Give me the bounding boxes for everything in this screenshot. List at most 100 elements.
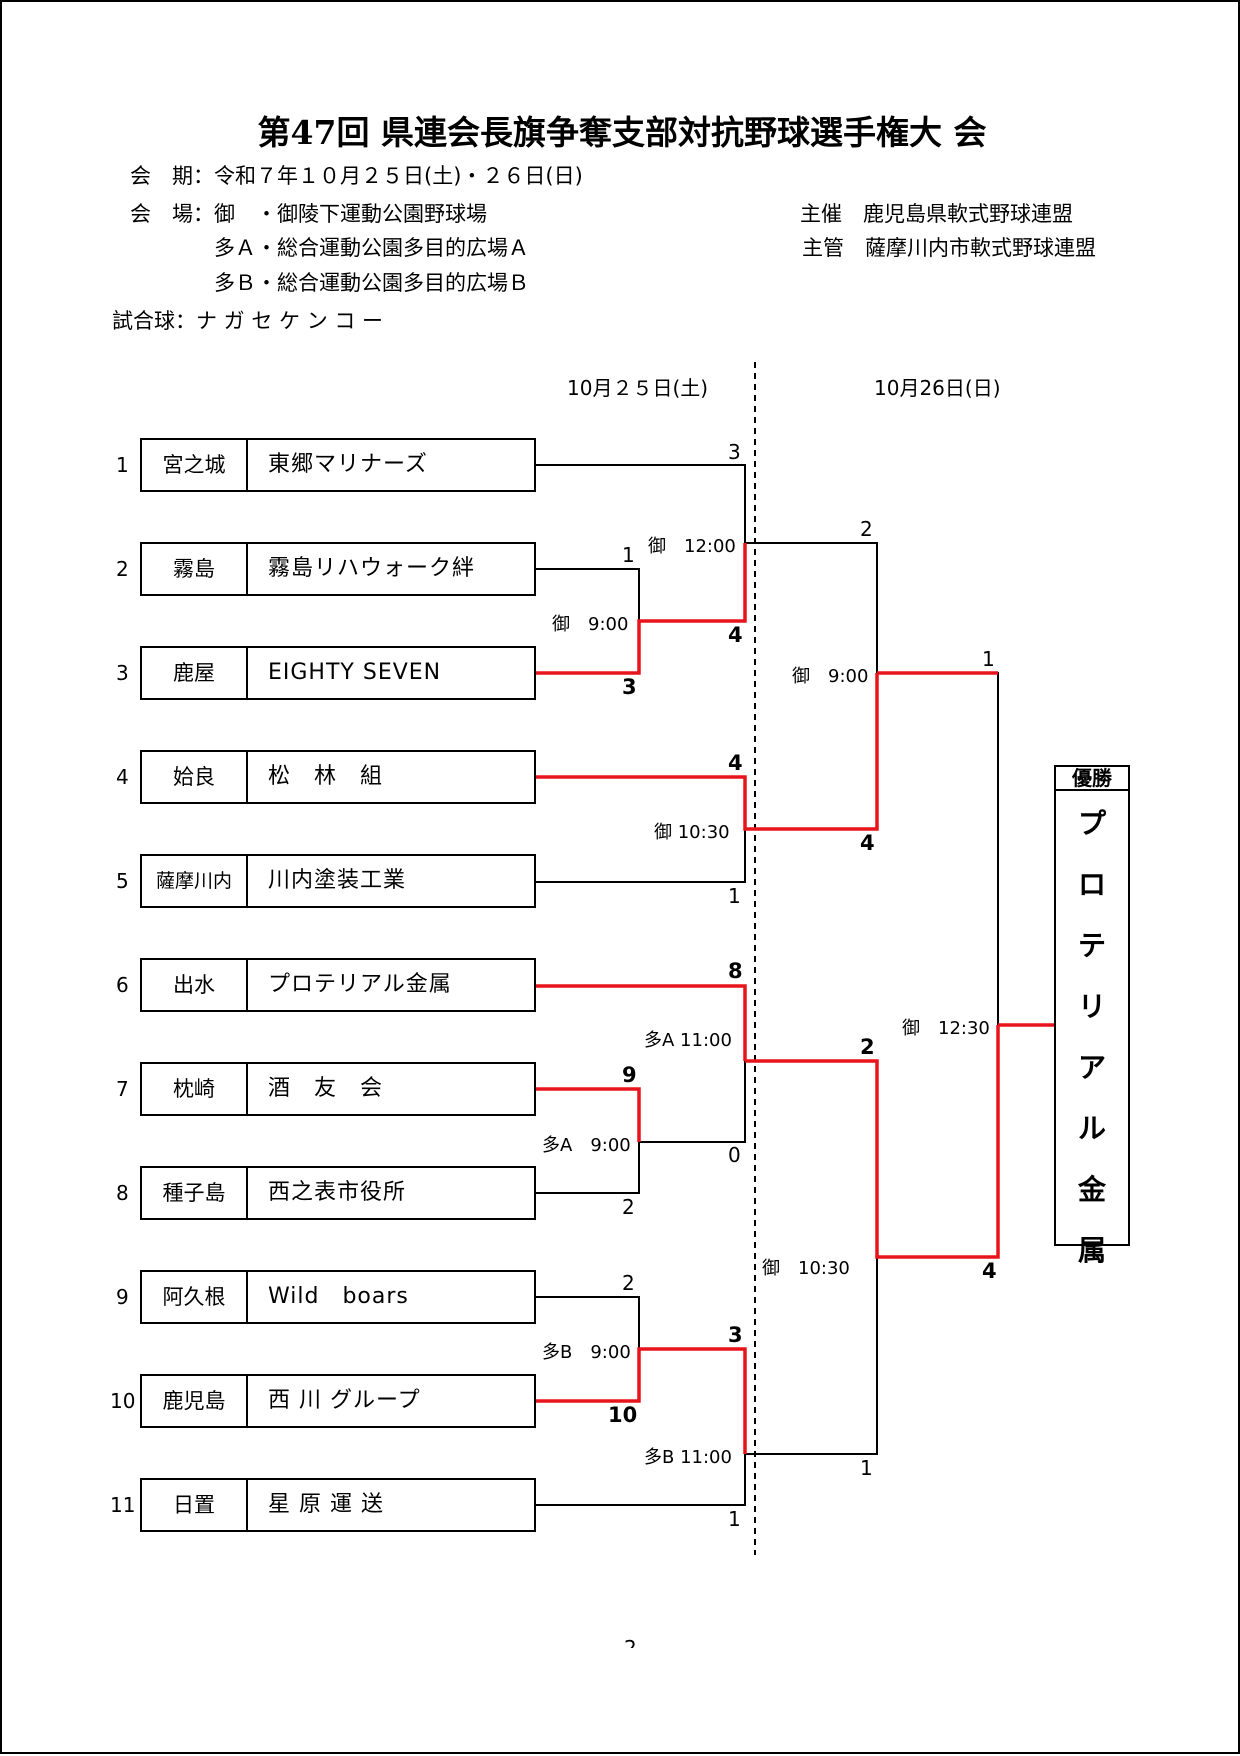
- win-t4: [536, 673, 879, 831]
- score-winner: 3: [728, 1323, 743, 1347]
- team-branch: 宮之城: [142, 440, 248, 490]
- team-box: 姶良松 林 組: [140, 750, 536, 804]
- win-t6: [536, 984, 747, 1061]
- match-time: 御 10:30: [654, 822, 730, 843]
- score-winner: 4: [728, 623, 743, 647]
- team-box: 鹿屋 EIGHTY SEVEN: [140, 646, 536, 700]
- win-m5: [745, 1025, 1000, 1259]
- team-branch: 種子島: [142, 1168, 248, 1218]
- match-time: 多B 9:00: [542, 1342, 631, 1363]
- team-name: 東郷マリナーズ: [268, 452, 428, 477]
- score-winner: 4: [728, 751, 743, 775]
- team-name: 酒 友 会: [268, 1076, 384, 1101]
- line-t5: [536, 829, 746, 883]
- team-branch: 出水: [142, 960, 248, 1010]
- champion-char: 属: [1077, 1234, 1106, 1267]
- team-name: EIGHTY SEVEN: [268, 660, 442, 685]
- tournament-title: 第47回 県連会長旗争奪支部対抗野球選手権大 会: [257, 113, 987, 152]
- line-m8-out: [877, 672, 999, 1025]
- match-time: 御 10:30: [762, 1258, 850, 1279]
- team-box: 出水プロテリアル金属: [140, 958, 536, 1012]
- team-box: 種子島西之表市役所: [140, 1166, 536, 1220]
- team-branch: 阿久根: [142, 1272, 248, 1322]
- page-number: 2: [624, 1636, 637, 1648]
- team-box: 鹿児島西 川 グループ: [140, 1374, 536, 1428]
- champion-label: 優勝: [1054, 765, 1130, 791]
- score: 1: [728, 884, 741, 908]
- champion-name: プ ロ テ リ ア ル 金 属: [1056, 791, 1128, 1281]
- champion-char: ル: [1077, 1112, 1106, 1145]
- champion-char: ロ: [1077, 868, 1106, 901]
- venue-line-1: 会 場：御 ・御陵下運動公園野球場: [130, 202, 487, 226]
- team-branch: 日置: [142, 1480, 248, 1530]
- match-time: 多A 11:00: [644, 1030, 732, 1051]
- team-box: 枕崎酒 友 会: [140, 1062, 536, 1116]
- host-line: 主催 鹿児島県軟式野球連盟: [800, 202, 1073, 226]
- team-number: 8: [116, 1181, 129, 1205]
- team-number: 11: [110, 1493, 136, 1517]
- score-winner: 9: [622, 1063, 637, 1087]
- score-winner: 2: [860, 1035, 875, 1059]
- team-number: 6: [116, 973, 129, 997]
- organizer-line: 主管 薩摩川内市軟式野球連盟: [802, 236, 1096, 260]
- team-branch: 姶良: [142, 752, 248, 802]
- team-number: 3: [116, 661, 129, 685]
- team-box: 霧島霧島リハウォーク絆: [140, 542, 536, 596]
- line-t8: [536, 1142, 640, 1194]
- line-t9: [536, 1296, 640, 1349]
- champion-char: 金: [1077, 1173, 1106, 1206]
- team-name: 西 川 グループ: [268, 1388, 421, 1413]
- score-winner: 10: [608, 1403, 638, 1427]
- date-day2: 10月26日(日): [874, 376, 1001, 400]
- team-name: 星 原 運 送: [268, 1492, 384, 1517]
- team-name: 霧島リハウォーク絆: [268, 556, 476, 581]
- team-box: 阿久根 Wild boars: [140, 1270, 536, 1324]
- team-number: 2: [116, 557, 129, 581]
- score: 1: [728, 1507, 741, 1531]
- score: 1: [982, 647, 995, 671]
- team-branch: 霧島: [142, 544, 248, 594]
- match-time: 多B 11:00: [644, 1447, 732, 1468]
- champion-char: プ: [1077, 807, 1106, 840]
- team-name: Wild boars: [268, 1284, 409, 1309]
- line-m4-out: [639, 1061, 746, 1143]
- venue-line-3: 多Ｂ・総合運動公園多目的広場Ｂ: [214, 271, 529, 295]
- team-number: 1: [116, 453, 129, 477]
- score: 2: [622, 1271, 635, 1295]
- team-name: プロテリアル金属: [268, 972, 452, 997]
- line-m2-out: [745, 542, 878, 673]
- match-time: 御 9:00: [792, 666, 869, 687]
- score: 1: [622, 543, 635, 567]
- team-box: 宮之城東郷マリナーズ: [140, 438, 536, 492]
- bracket-red: [536, 543, 1054, 1454]
- team-branch: 鹿児島: [142, 1376, 248, 1426]
- team-number: 5: [116, 869, 129, 893]
- win-t7: [536, 1087, 641, 1142]
- team-box: 薩摩川内川内塗装工業: [140, 854, 536, 908]
- period-line: 会 期：令和７年１０月２５日(土)・２６日(日): [130, 164, 583, 188]
- team-branch: 薩摩川内: [142, 856, 248, 906]
- score: 1: [860, 1456, 873, 1480]
- match-time: 御 12:00: [648, 536, 736, 557]
- score-winner: 3: [622, 675, 637, 699]
- line-t11: [536, 1454, 746, 1506]
- champion-box: プ ロ テ リ ア ル 金 属: [1054, 791, 1130, 1267]
- line-t1: [536, 464, 746, 543]
- match-time: 御 9:00: [552, 614, 629, 635]
- ball-line: 試合球：ナ ガ セ ケ ン コ ー: [112, 309, 384, 333]
- champion-char: ア: [1077, 1051, 1106, 1084]
- team-number: 10: [110, 1389, 136, 1413]
- score: 0: [728, 1143, 741, 1167]
- team-branch: 枕崎: [142, 1064, 248, 1114]
- team-name: 川内塗装工業: [268, 868, 407, 893]
- team-branch: 鹿屋: [142, 648, 248, 698]
- win-t3: [536, 543, 747, 675]
- score-winner: 4: [982, 1259, 997, 1283]
- score-winner: 4: [860, 831, 875, 855]
- match-time: 多A 9:00: [542, 1135, 631, 1156]
- champion-char: リ: [1077, 990, 1106, 1023]
- score: 2: [622, 1195, 635, 1219]
- team-box: 日置星 原 運 送: [140, 1478, 536, 1532]
